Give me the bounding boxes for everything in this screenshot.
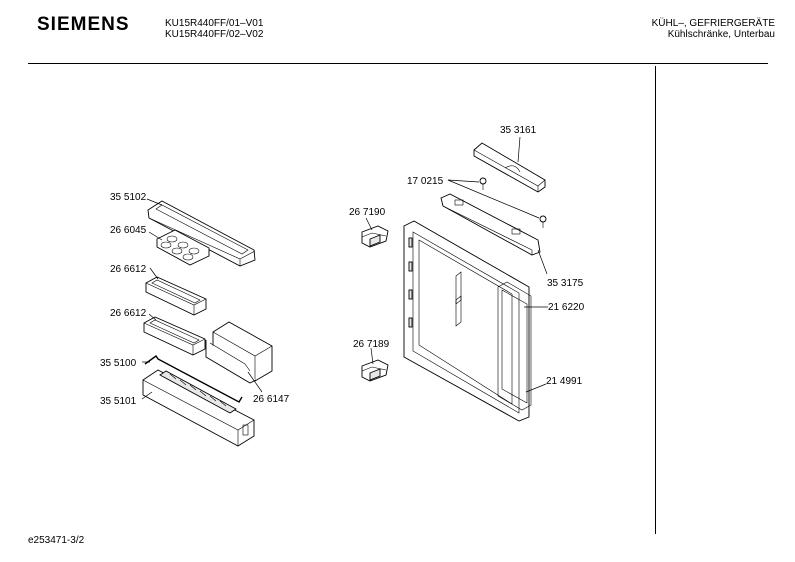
- label-355101: 35 5101: [100, 396, 137, 407]
- wire-rail-part: [144, 355, 243, 403]
- bottom-shelf-part: [142, 369, 255, 447]
- lower-hinge-part: [361, 359, 389, 382]
- header-divider: [28, 63, 768, 64]
- leader-355101: [141, 391, 153, 400]
- upper-hinge-part: [361, 225, 389, 248]
- leader-170215-a: [447, 179, 480, 183]
- label-266147: 26 6147: [253, 394, 290, 405]
- label-170215: 17 0215: [407, 176, 444, 187]
- label-216220: 21 6220: [548, 302, 585, 313]
- label-214991: 21 4991: [546, 376, 583, 387]
- leader-266045: [148, 231, 163, 241]
- small-bin-lower-part: [143, 316, 206, 356]
- label-353161: 35 3161: [500, 125, 537, 136]
- door-seal-part: [497, 281, 532, 411]
- drawing-id: e253471-3/2: [28, 535, 85, 546]
- category-subtitle: Kühlschränke, Unterbau: [667, 29, 775, 40]
- label-353175: 35 3175: [547, 278, 584, 289]
- leader-355102: [146, 198, 163, 206]
- egg-tray-part: [156, 229, 210, 266]
- brand-logo: SIEMENS: [37, 14, 130, 35]
- label-355100: 35 5100: [100, 358, 137, 369]
- label-266612-lower: 26 6612: [110, 308, 147, 319]
- leader-214991: [525, 383, 547, 393]
- margin-divider: [655, 66, 656, 534]
- leader-266147: [247, 371, 263, 393]
- leader-353175: [537, 249, 548, 275]
- leader-267190: [365, 217, 373, 231]
- leader-266612-a: [149, 267, 159, 280]
- leader-266612-b: [148, 313, 157, 321]
- leader-170215-b: [447, 179, 540, 219]
- category-title: KÜHL–, GEFRIERGERÄTE: [651, 18, 775, 29]
- label-267189: 26 7189: [353, 339, 390, 350]
- small-bin-upper-part: [145, 276, 207, 316]
- hinge-cover-part: [473, 142, 546, 193]
- hinge-bracket-part: [440, 193, 541, 256]
- model-number-1: KU15R440FF/01–V01: [165, 18, 264, 29]
- bottle-holder-part: [205, 321, 273, 384]
- label-266612-upper: 26 6612: [110, 264, 147, 275]
- leader-353161: [517, 136, 521, 163]
- top-shelf-part: [147, 200, 256, 267]
- model-number-2: KU15R440FF/02–V02: [165, 29, 264, 40]
- label-266045: 26 6045: [110, 225, 147, 236]
- leader-267189: [370, 347, 374, 365]
- screw-part: [479, 177, 547, 228]
- label-267190: 26 7190: [349, 207, 386, 218]
- door-panel-part: [403, 220, 530, 422]
- label-355102: 35 5102: [110, 192, 147, 203]
